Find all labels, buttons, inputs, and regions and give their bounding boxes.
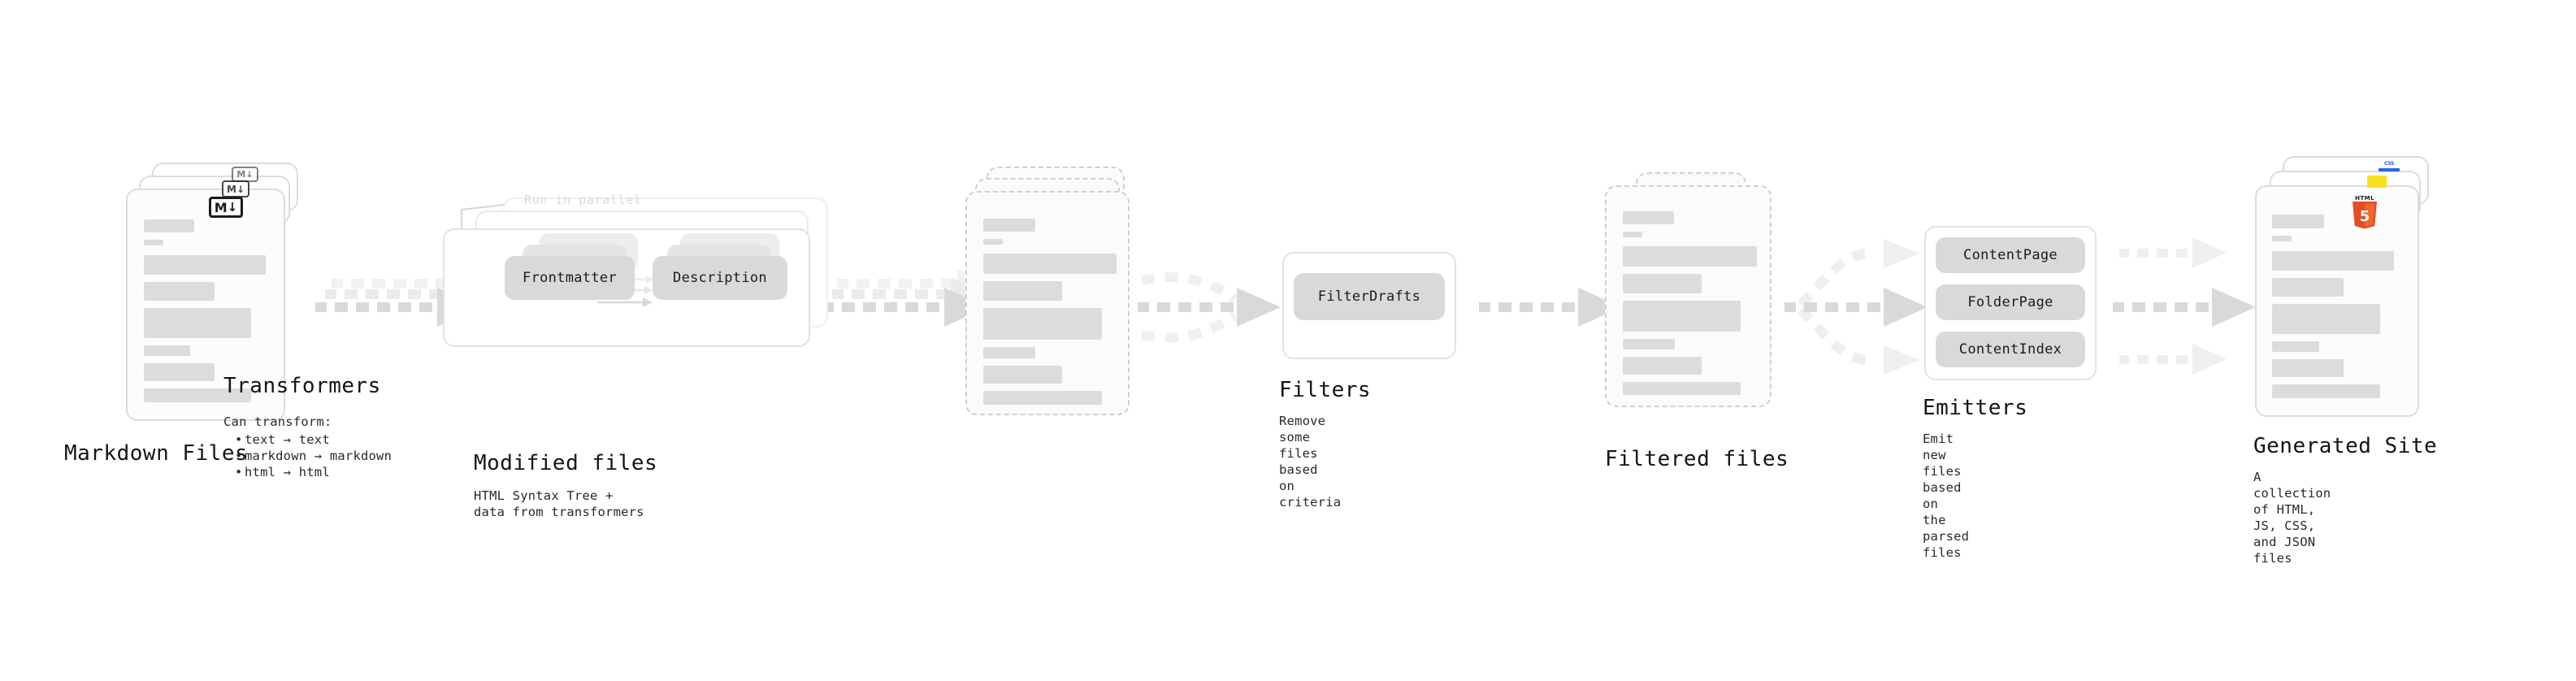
emitter-chip-label: FolderPage [1967, 294, 2053, 310]
filtered-file-stack [1605, 172, 1784, 424]
html5-icon-wordmark: HTML [2355, 195, 2374, 202]
css3-icon-label: CSS [2384, 161, 2394, 167]
doc-bar [144, 345, 190, 356]
doc-bar [1623, 339, 1675, 349]
filter-chip-label: FilterDrafts [1317, 288, 1421, 305]
doc-bar [2272, 304, 2380, 334]
list-item: text → text [235, 432, 392, 448]
filters-description: Remove some files based on criteria [1279, 414, 1342, 510]
doc-bar [983, 347, 1035, 358]
markdown-icon: M↓ [222, 180, 249, 197]
doc-bar [983, 281, 1062, 301]
emitter-chip-label: ContentIndex [1958, 341, 2062, 358]
markdown-icon: M↓ [209, 197, 243, 218]
doc-bar [144, 219, 194, 232]
generated-card-front[interactable] [2255, 185, 2419, 417]
arrow-filtered-to-emitters [1785, 239, 1928, 375]
doc-bar [1623, 232, 1642, 237]
markdown-icon-letter: M [236, 169, 246, 180]
markdown-icon-letter: M [226, 183, 236, 195]
css3-icon-bar [2379, 168, 2400, 171]
doc-bar [2272, 236, 2292, 241]
html5-icon-shield: 5 [2353, 202, 2377, 229]
transformers-bullet-list: text → text markdown → markdown html → h… [223, 432, 392, 480]
emitter-chip-folderpage[interactable]: FolderPage [1936, 284, 2085, 320]
doc-bar [983, 308, 1102, 340]
arrow-emitters-to-site [2113, 237, 2256, 375]
doc-bar [144, 363, 215, 381]
doc-bar [1623, 301, 1741, 332]
doc-bar [144, 255, 266, 275]
doc-bar [1623, 382, 1741, 395]
transformer-chip-label: Description [673, 270, 767, 286]
generated-site-description: A collection of HTML, JS, CSS, and JSON … [2253, 470, 2331, 566]
css3-icon: CSS [2379, 161, 2400, 172]
emitter-chip-label: ContentPage [1963, 247, 2058, 263]
markdown-file-stack: M↓ M↓ M↓ [126, 163, 305, 423]
generated-site-stack: CSS HTML 5 [2255, 156, 2442, 424]
emitter-chip-contentpage[interactable]: ContentPage [1936, 237, 2085, 273]
doc-bar [983, 366, 1062, 384]
doc-bar [2272, 215, 2324, 228]
page-title-filters: Filters [1279, 378, 1372, 402]
html5-icon-number: 5 [2360, 208, 2370, 225]
doc-bar [2272, 251, 2394, 271]
modified-file-stack [959, 167, 1146, 427]
run-in-parallel-label: Run in parallel [524, 193, 642, 207]
doc-bar [144, 308, 251, 338]
list-item: html → html [235, 464, 392, 480]
doc-bar [2272, 359, 2344, 377]
emitters-description: Emit new files based on the parsed files [1923, 432, 1970, 560]
html5-icon: HTML 5 [2351, 195, 2379, 229]
doc-bar [144, 282, 215, 301]
page-title-markdown-files: Markdown Files [64, 441, 249, 466]
markdown-card-lines [144, 219, 271, 410]
generated-card-lines [2272, 215, 2405, 406]
arrow-filters-to-filtered [1479, 288, 1622, 327]
doc-bar [983, 239, 1003, 245]
page-title-generated-site: Generated Site [2253, 434, 2438, 458]
doc-bar [2272, 384, 2380, 398]
doc-bar [983, 254, 1117, 274]
arrow-modified-to-filters [1138, 272, 1281, 343]
page-title-transformers: Transformers [223, 374, 381, 398]
doc-bar [144, 388, 251, 402]
doc-bar [2272, 278, 2344, 297]
modified-card-lines [983, 219, 1117, 412]
modified-files-description: HTML Syntax Tree + data from transformer… [474, 488, 644, 519]
doc-bar [2272, 341, 2319, 352]
page-title-filtered-files: Filtered files [1605, 447, 1789, 471]
doc-bar [983, 219, 1035, 232]
doc-bar [1623, 274, 1702, 293]
doc-bar [983, 391, 1102, 405]
filtered-card-front[interactable] [1605, 185, 1772, 407]
transformers-description: Can transform: text → text markdown → ma… [223, 414, 392, 480]
doc-bar [144, 240, 163, 245]
emitter-chip-contentindex[interactable]: ContentIndex [1936, 332, 2085, 367]
markdown-icon: M↓ [232, 167, 258, 182]
transformer-chip-label: Frontmatter [523, 270, 617, 286]
markdown-card-front[interactable] [126, 189, 285, 421]
filtered-card-lines [1623, 211, 1757, 402]
js-icon [2367, 176, 2387, 188]
modified-card-front[interactable] [965, 191, 1130, 415]
markdown-icon-letter: M [214, 199, 228, 215]
page-title-modified-files: Modified files [474, 451, 658, 475]
transformer-chip-frontmatter[interactable]: Frontmatter [505, 256, 635, 300]
doc-bar [1623, 211, 1674, 224]
filter-chip-filterdrafts[interactable]: FilterDrafts [1294, 273, 1445, 320]
page-title-emitters: Emitters [1923, 396, 2028, 420]
transformer-inner-arrows [597, 275, 654, 307]
transformers-description-lead: Can transform: [223, 414, 332, 429]
doc-bar [1623, 246, 1757, 267]
transformer-chip-description[interactable]: Description [653, 256, 787, 300]
doc-bar [1623, 357, 1702, 375]
list-item: markdown → markdown [235, 448, 392, 464]
